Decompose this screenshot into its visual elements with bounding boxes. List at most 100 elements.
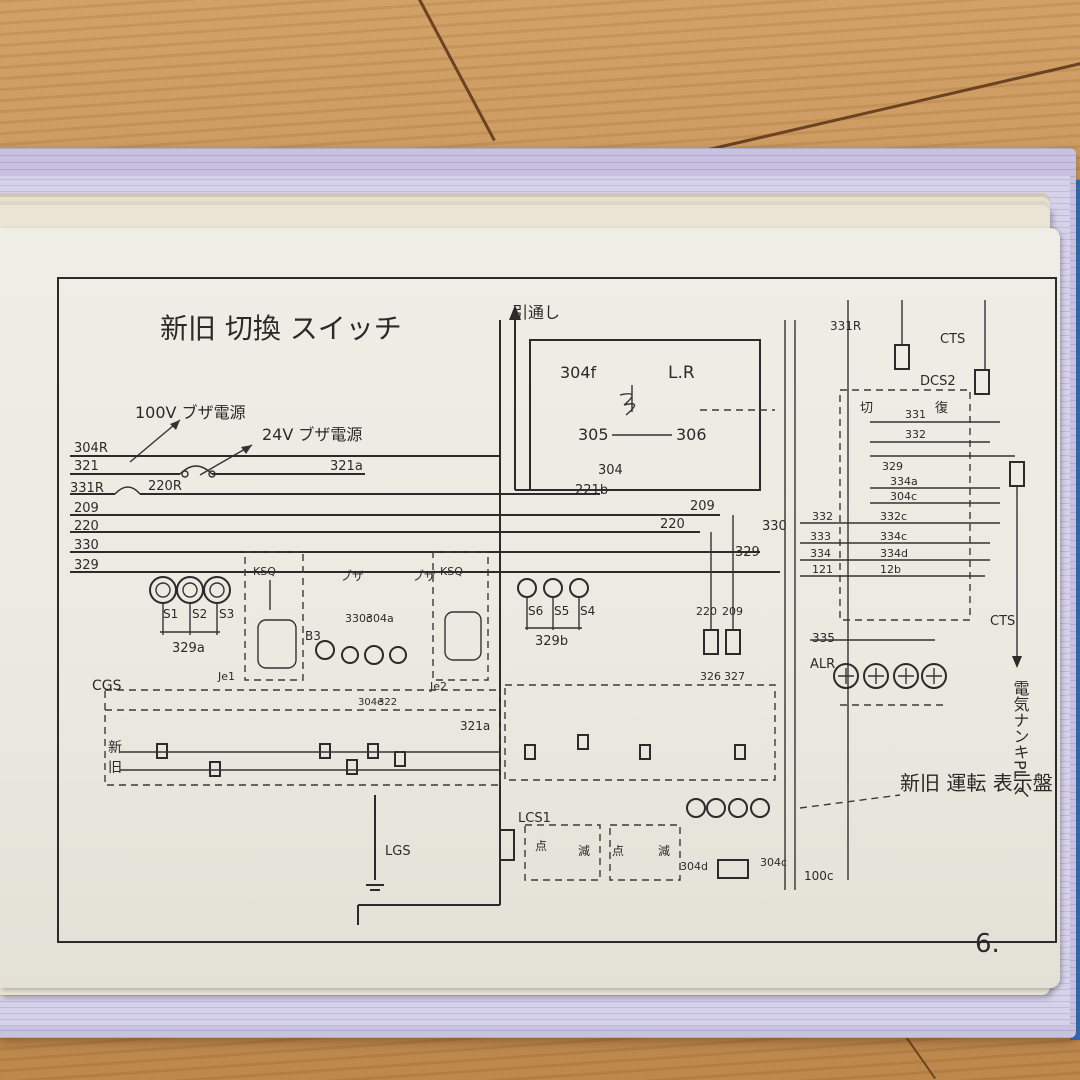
through-arrow [509, 305, 521, 320]
switch-region [104, 689, 501, 786]
buzzer-100v-label: 100V ブザ電源 [135, 403, 246, 422]
relay-coil-326 [703, 629, 719, 655]
relay-label: L.R [668, 363, 695, 383]
terminal-label: 322 [378, 697, 397, 708]
diagram-title: 新旧 切換 スイッチ [160, 312, 402, 345]
alarm-lamp [863, 663, 889, 689]
buzzer-box-bottom: Je2 [429, 680, 447, 693]
page-number: 6. [975, 929, 1000, 959]
panel-tap-label: 332 [812, 510, 833, 523]
panel-row-label: 12b [880, 563, 901, 576]
indicator-lamp [569, 578, 589, 598]
diagram-frame [57, 277, 1057, 943]
cts-bottom-label: CTS [990, 614, 1015, 629]
terminal [341, 646, 359, 664]
bus-tap-label: 304 [598, 463, 623, 478]
right-switch-box [839, 389, 971, 621]
lcs-label: LCS1 [518, 811, 551, 826]
indicator-lamp [543, 578, 563, 598]
terminal-label: B3 [305, 629, 321, 643]
terminal-label: 304a [366, 612, 394, 625]
lamp-label: S4 [580, 604, 595, 618]
bus-label: 209 [74, 501, 99, 516]
alarm-label: ALR [810, 657, 835, 672]
panel-row-label: 332 [905, 428, 926, 441]
panel-row-label: 334d [880, 547, 908, 560]
cts-top-label: CTS [940, 332, 965, 347]
terminal [364, 645, 384, 665]
panel-row-label: 329 [882, 460, 903, 473]
bus-tap-label: 220 [660, 517, 685, 532]
buzzer-box [244, 551, 304, 681]
panel-row-label: 304c [890, 490, 917, 503]
indicator-lamp [149, 576, 177, 604]
switch-contact [208, 470, 216, 478]
fuse [894, 344, 910, 370]
bus-tap-label: 220R [148, 479, 182, 494]
indicator-lamp [517, 578, 537, 598]
panel-tap-label: 334 [810, 547, 831, 560]
terminal-label: 327 [724, 670, 745, 683]
panel-tap-label: 121 [812, 563, 833, 576]
switch-mode-label: 減 [658, 843, 670, 858]
terminal-label: 321a [460, 719, 490, 733]
right-panel-header: 331R [830, 319, 861, 333]
alarm-lamps [833, 663, 947, 689]
buzzer-label: ブザ [412, 568, 436, 583]
relay-input-label: 304f [560, 363, 597, 382]
lamp-group-left: S1 S2 S3 329a [149, 576, 234, 656]
terminal [389, 646, 407, 664]
bus-tap-label: 209 [690, 499, 715, 514]
panel-tap-label: 333 [810, 530, 831, 543]
switch-contact [181, 470, 189, 478]
terminal-label: 220 [696, 605, 717, 618]
lamp-label: S3 [219, 607, 234, 621]
bus-tap-label: 329 [735, 545, 760, 560]
lamp-group-right: S6 S5 S4 329b [517, 578, 595, 649]
terminal-label: 304d [680, 860, 708, 873]
down-arrow [1012, 656, 1022, 668]
indicator-lamp [176, 576, 204, 604]
fuse [974, 369, 990, 395]
lamp-group-label: 329b [535, 634, 568, 649]
bus-tap-label: 321a [330, 459, 363, 474]
dcs-label: DCS2 [920, 374, 956, 389]
through-label: 引通し [512, 303, 560, 322]
relay-no-label: 306 [676, 425, 707, 444]
lamp-label: S6 [528, 604, 543, 618]
knife-switch [179, 465, 213, 475]
fuse [1009, 461, 1025, 487]
bus-label: 331R [70, 481, 104, 496]
cgs-label: CGS [92, 678, 122, 694]
pl-note: 電気ナンキPL へ [1011, 680, 1030, 800]
lgs-label: LGS [385, 844, 411, 859]
buzzer-box-top: KSQ [440, 565, 463, 578]
lamp-label: S5 [554, 604, 569, 618]
terminal-label: 330c [345, 612, 372, 625]
terminal-label: 326 [700, 670, 721, 683]
relay-coil-327 [725, 629, 741, 655]
alarm-lamp [921, 663, 947, 689]
switch-restore-label: 復 [935, 400, 948, 416]
bus-label: 304R [74, 441, 108, 456]
contact-row [120, 734, 746, 777]
lamp-label: S1 [163, 607, 178, 621]
lamp-group-label: 329a [172, 641, 205, 656]
buzzer-24v-label: 24V ブザ電源 [262, 425, 362, 444]
buzzer-box-bottom: Je1 [217, 670, 235, 683]
terminal-label: 100c [804, 869, 834, 883]
lamp-label: S2 [192, 607, 207, 621]
switch-cut-label: 切 [860, 401, 873, 416]
bus-label: 329 [74, 558, 99, 573]
terminal-group: B3 330c 304a 304e 322 ブザ ブザ [305, 568, 436, 708]
arrow-head [241, 445, 252, 454]
panel-rows [800, 421, 1015, 577]
terminal-label: 304e [358, 697, 383, 708]
switch-mode-label: 点 [535, 839, 547, 853]
relay-box [529, 339, 761, 491]
old-label: 旧 [108, 760, 122, 776]
bus-label: 330 [74, 538, 99, 553]
buzzer-label: ブザ [340, 568, 364, 583]
buzzer-box [432, 551, 489, 681]
alarm-lamp [833, 663, 859, 689]
